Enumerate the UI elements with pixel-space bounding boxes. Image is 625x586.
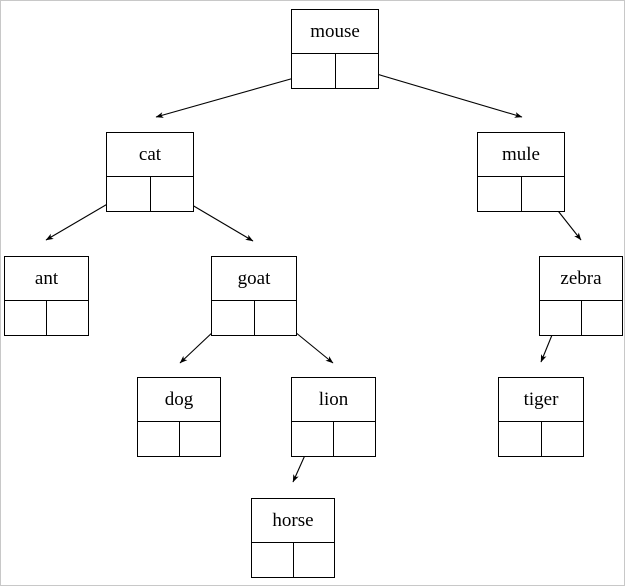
tree-node-left-pointer-tiger[interactable] <box>499 422 542 456</box>
tree-node-label-lion: lion <box>292 378 375 422</box>
tree-node-pointers-goat <box>212 301 296 335</box>
tree-node-right-pointer-zebra[interactable] <box>581 301 622 335</box>
tree-node-pointers-ant <box>5 301 88 335</box>
tree-node-label-zebra: zebra <box>540 257 622 301</box>
tree-node-pointers-tiger <box>499 422 583 456</box>
tree-node-ant[interactable]: ant <box>4 256 89 336</box>
tree-node-label-tiger: tiger <box>499 378 583 422</box>
tree-node-left-pointer-goat[interactable] <box>212 301 255 335</box>
tree-node-label-mouse: mouse <box>292 10 378 54</box>
tree-node-left-pointer-dog[interactable] <box>138 422 180 456</box>
tree-edge-mouse-left-to-cat <box>155 72 313 118</box>
tree-node-pointers-lion <box>292 422 375 456</box>
tree-node-right-pointer-lion[interactable] <box>334 422 375 456</box>
tree-node-tiger[interactable]: tiger <box>498 377 584 457</box>
tree-node-left-pointer-lion[interactable] <box>292 422 334 456</box>
tree-node-right-pointer-goat[interactable] <box>254 301 296 335</box>
tree-node-lion[interactable]: lion <box>291 377 376 457</box>
tree-node-pointers-dog <box>138 422 220 456</box>
tree-node-goat[interactable]: goat <box>211 256 297 336</box>
tree-node-right-pointer-mule[interactable] <box>521 177 564 211</box>
tree-node-left-pointer-cat[interactable] <box>107 177 151 211</box>
tree-node-pointers-cat <box>107 177 193 211</box>
tree-node-label-goat: goat <box>212 257 296 301</box>
tree-node-right-pointer-dog[interactable] <box>179 422 220 456</box>
tree-node-pointers-mule <box>478 177 564 211</box>
tree-node-left-pointer-mouse[interactable] <box>292 54 336 88</box>
tree-node-mouse[interactable]: mouse <box>291 9 379 89</box>
tree-node-label-horse: horse <box>252 499 334 543</box>
tree-node-label-dog: dog <box>138 378 220 422</box>
tree-node-right-pointer-cat[interactable] <box>150 177 193 211</box>
tree-node-right-pointer-mouse[interactable] <box>335 54 378 88</box>
tree-node-left-pointer-ant[interactable] <box>5 301 47 335</box>
tree-node-right-pointer-horse[interactable] <box>293 543 334 577</box>
tree-node-pointers-zebra <box>540 301 622 335</box>
tree-node-mule[interactable]: mule <box>477 132 565 212</box>
tree-node-horse[interactable]: horse <box>251 498 335 578</box>
tree-node-cat[interactable]: cat <box>106 132 194 212</box>
tree-node-left-pointer-zebra[interactable] <box>540 301 582 335</box>
tree-node-label-cat: cat <box>107 133 193 177</box>
tree-node-dog[interactable]: dog <box>137 377 221 457</box>
tree-node-left-pointer-horse[interactable] <box>252 543 294 577</box>
tree-node-pointers-horse <box>252 543 334 577</box>
tree-node-pointers-mouse <box>292 54 378 88</box>
tree-node-label-ant: ant <box>5 257 88 301</box>
tree-node-right-pointer-tiger[interactable] <box>541 422 583 456</box>
tree-node-zebra[interactable]: zebra <box>539 256 623 336</box>
tree-node-label-mule: mule <box>478 133 564 177</box>
tree-node-left-pointer-mule[interactable] <box>478 177 522 211</box>
tree-node-right-pointer-ant[interactable] <box>47 301 88 335</box>
